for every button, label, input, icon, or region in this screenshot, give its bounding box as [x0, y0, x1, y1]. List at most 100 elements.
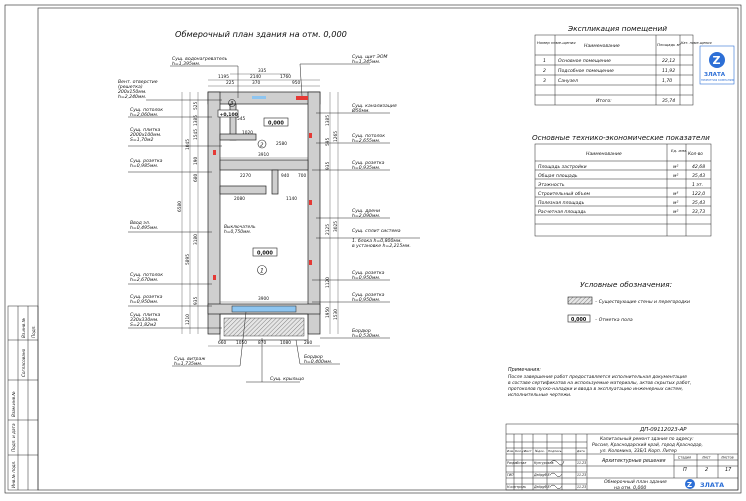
signature [549, 484, 563, 489]
tech-table-title: Основные технико-экономические показател… [532, 133, 710, 142]
room-number-circle [257, 139, 267, 149]
stamp-object-line: Капитальный ремонт здания по адресу: [600, 436, 694, 442]
porch-hatch [223, 317, 305, 337]
stage-value: 17 [725, 467, 732, 473]
dim-text: 940 [281, 173, 289, 179]
dim-text: 3025 [333, 221, 339, 232]
side-stamp-label: Взам.инв.№ [11, 391, 16, 417]
dim-text: 660 [218, 340, 226, 346]
right-annotations: Сущ. щит ЭОМ h=1,345мм. Сущ. канализация… [295, 54, 420, 365]
side-stamp-label: Инв.№ подл. [11, 460, 16, 488]
table-cell: 1,70 [662, 78, 672, 84]
dimensions-inner: 545 1020 2580 3910 2270 940 700 2080 114… [220, 116, 308, 303]
dim-text: 1140 [286, 196, 297, 202]
stamp-role: Разработал [507, 461, 526, 465]
annotation-line: 2000х100мм. [130, 132, 162, 138]
stamp-role: ГИП [507, 473, 514, 477]
wall-right [307, 91, 321, 335]
room-number-circle [257, 265, 267, 275]
annotation-line: Сущ. розетка [352, 292, 385, 298]
floor-plan: 0,000 +0,100 0,000 1 2 3 Выключатель h=0… [207, 91, 321, 341]
table-cell: Основное помещение [558, 58, 611, 64]
logo-mark-icon [709, 52, 725, 68]
table-cell: м² [673, 174, 678, 179]
dim-text: 1120 [325, 277, 331, 288]
annotation-line: 200х150мм. [118, 89, 147, 95]
annotation-line: Сущ. розетка [352, 270, 385, 276]
table-cell: Строительный объем [538, 191, 591, 197]
side-stamp-label: Подп. [31, 325, 36, 338]
tech-table: Наименование Ед. изм. Кол-во Площадь зас… [534, 143, 712, 237]
table-header: Кол-во [688, 151, 703, 156]
rooms-table: Номер поме-щения Наименование Площадь м²… [534, 34, 712, 106]
annotation-line: Ввод эл. [130, 220, 150, 226]
dim-text: 1050 [236, 340, 247, 346]
signature [549, 472, 563, 477]
annotation-line: Вент. отверстие [118, 79, 158, 85]
legend-level-text: – Отметка пола [595, 317, 633, 323]
notes-line: исполнительные чертежи. [508, 393, 572, 398]
notes-line: в составе сертификатов на используемые м… [508, 380, 691, 386]
side-stamp-label: Вз.инв.№ [21, 317, 26, 338]
table-cell: 122,0 [692, 191, 705, 197]
partition-mid [219, 159, 309, 171]
annotation-line: h=2,090мм. [352, 213, 380, 219]
legend-title: Условные обозначения: [580, 280, 672, 289]
annotation-line: h=0,495мм. [130, 225, 158, 231]
table-cell: м² [673, 201, 678, 206]
stamp-name: Дейдуб Е. [533, 485, 551, 489]
dim-text: 545 [237, 116, 245, 122]
annotation-line: Сущ. потолок [130, 272, 163, 278]
dim-text: 3180 [193, 234, 199, 245]
logo-letter: Z [713, 54, 721, 67]
annotation-line: h=2,240мм. [118, 94, 146, 100]
annotation-line: Сущ. водонагреватель [172, 56, 228, 62]
table-cell: 35,43 [692, 200, 705, 206]
dim-text: 1385 [193, 115, 199, 126]
table-cell: Этажность [537, 182, 565, 188]
dim-text: 225 [226, 80, 234, 86]
stamp-name: Дейдуб Е. [533, 473, 551, 477]
stage-header: Стадия [678, 456, 691, 460]
dim-text: 280 [304, 340, 312, 346]
table-header: Номер поме-щения [537, 40, 576, 45]
dim-text: 1950 [325, 307, 331, 318]
table-cell: Площадь застройки [538, 164, 587, 170]
inner-frame [37, 7, 739, 491]
annotation-line: в установке h=2,215мм. [352, 243, 411, 249]
dim-text: 1265 [333, 131, 339, 142]
brand-mark-icon [685, 479, 695, 489]
dim-text: 335 [258, 68, 266, 74]
dim-text: 1020 [242, 130, 253, 136]
stamp-date: 11.23 [577, 473, 586, 477]
annotation-line: S=1,70м2 [130, 137, 153, 143]
dimensions-top: 1195 2140 1760 335 225 370 950 [208, 68, 320, 87]
dimensions-bottom: 660 1050 870 1080 280 [208, 340, 320, 347]
annotation-line: Сущ. розетка [352, 160, 385, 166]
level-mark-value: +0,100 [220, 112, 238, 118]
annotation-line: h=2,060мм. [130, 112, 158, 118]
table-cell: м² [673, 165, 678, 170]
notes-line: После завершения работ предоставляется и… [508, 374, 687, 380]
side-stamp-label: Подп. и дата [11, 423, 16, 452]
annotation-line: h=0,530мм. [352, 333, 380, 339]
dim-text: 1760 [280, 74, 291, 80]
level-mark-value: 0,000 [268, 121, 284, 127]
dim-text: 3910 [258, 152, 269, 158]
annotation-line: Сущ. витраж [174, 356, 206, 362]
logo-word: ЗЛАТА [704, 72, 726, 78]
annotation-line: Ø50мм. [351, 107, 370, 114]
annotation-line: Сущ. канализация [352, 103, 397, 109]
dim-text: 1385 [325, 115, 331, 126]
dim-text: 595 [325, 138, 331, 146]
table-cell: 1 эт. [692, 182, 703, 188]
stamp-date: 11.23 [577, 485, 586, 489]
table-cell: Полезная площадь [538, 200, 585, 206]
table-header: Наименование [584, 43, 620, 49]
stamp-col-header: Дата [576, 449, 585, 453]
rooms-table-title: Экспликация помещений [567, 24, 667, 33]
stamp-col-header: Подпись [548, 449, 562, 453]
socket-mark [309, 260, 312, 265]
table-cell: Общая площадь [538, 173, 578, 179]
table-cell: Итого: [596, 98, 612, 104]
